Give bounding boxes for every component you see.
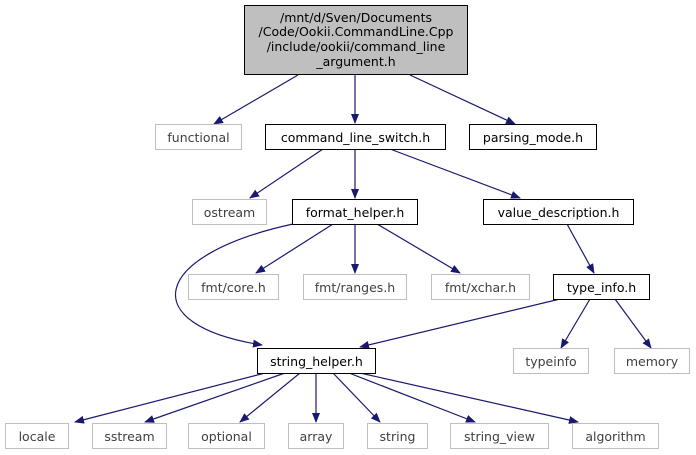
edge-string-string-view (348, 372, 476, 423)
edge-switch-ostream (249, 148, 324, 199)
node-type-info[interactable]: type_info.h (553, 274, 650, 300)
edge-type-info-typeinfo (560, 298, 591, 349)
node-parsing-mode[interactable]: parsing_mode.h (469, 124, 597, 150)
root-path-line-4: _argument.h (316, 53, 396, 69)
edge-type-info-string-helper (359, 298, 561, 349)
node-locale[interactable]: locale (5, 423, 69, 449)
node-algorithm[interactable]: algorithm (572, 423, 659, 449)
edge-value-type-info (566, 223, 595, 274)
edge-root-parsing-mode (409, 74, 516, 125)
node-string[interactable]: string (367, 423, 428, 449)
edge-string-optional (239, 372, 301, 423)
node-format-helper[interactable]: format_helper.h (292, 199, 418, 225)
node-typeinfo[interactable]: typeinfo (513, 348, 589, 374)
node-fmt-ranges[interactable]: fmt/ranges.h (303, 274, 407, 300)
root-file-node[interactable]: /mnt/d/Sven/Documents /Code/Ookii.Comman… (244, 5, 468, 75)
node-memory[interactable]: memory (614, 348, 690, 374)
node-fmt-core[interactable]: fmt/core.h (188, 274, 279, 300)
edge-root-functional (213, 74, 299, 125)
node-sstream[interactable]: sstream (92, 423, 167, 449)
edge-string-string (332, 372, 381, 423)
node-fmt-xchar[interactable]: fmt/xchar.h (431, 274, 530, 300)
node-string-view[interactable]: string_view (450, 423, 549, 449)
edge-string-algorithm (359, 372, 579, 424)
node-command-line-switch[interactable]: command_line_switch.h (265, 124, 446, 150)
edge-format-core (255, 223, 334, 274)
node-string-helper[interactable]: string_helper.h (257, 348, 376, 374)
node-optional[interactable]: optional (188, 423, 265, 449)
node-ostream[interactable]: ostream (192, 199, 267, 225)
node-functional[interactable]: functional (155, 124, 242, 150)
root-path-line-3: /include/ookii/command_line (266, 39, 446, 54)
edge-string-locale (74, 372, 266, 424)
edge-string-sstream (144, 372, 286, 423)
edge-type-info-memory (614, 298, 652, 349)
edge-switch-value-description (389, 148, 521, 199)
root-path-line-2: /Code/Ookii.CommandLine.Cpp (258, 24, 454, 40)
edge-format-string-helper (175, 223, 294, 348)
edge-format-xchar (376, 223, 461, 274)
node-array[interactable]: array (288, 423, 344, 449)
root-path-line-1: /mnt/d/Sven/Documents (280, 9, 432, 25)
node-value-description[interactable]: value_description.h (483, 199, 634, 225)
